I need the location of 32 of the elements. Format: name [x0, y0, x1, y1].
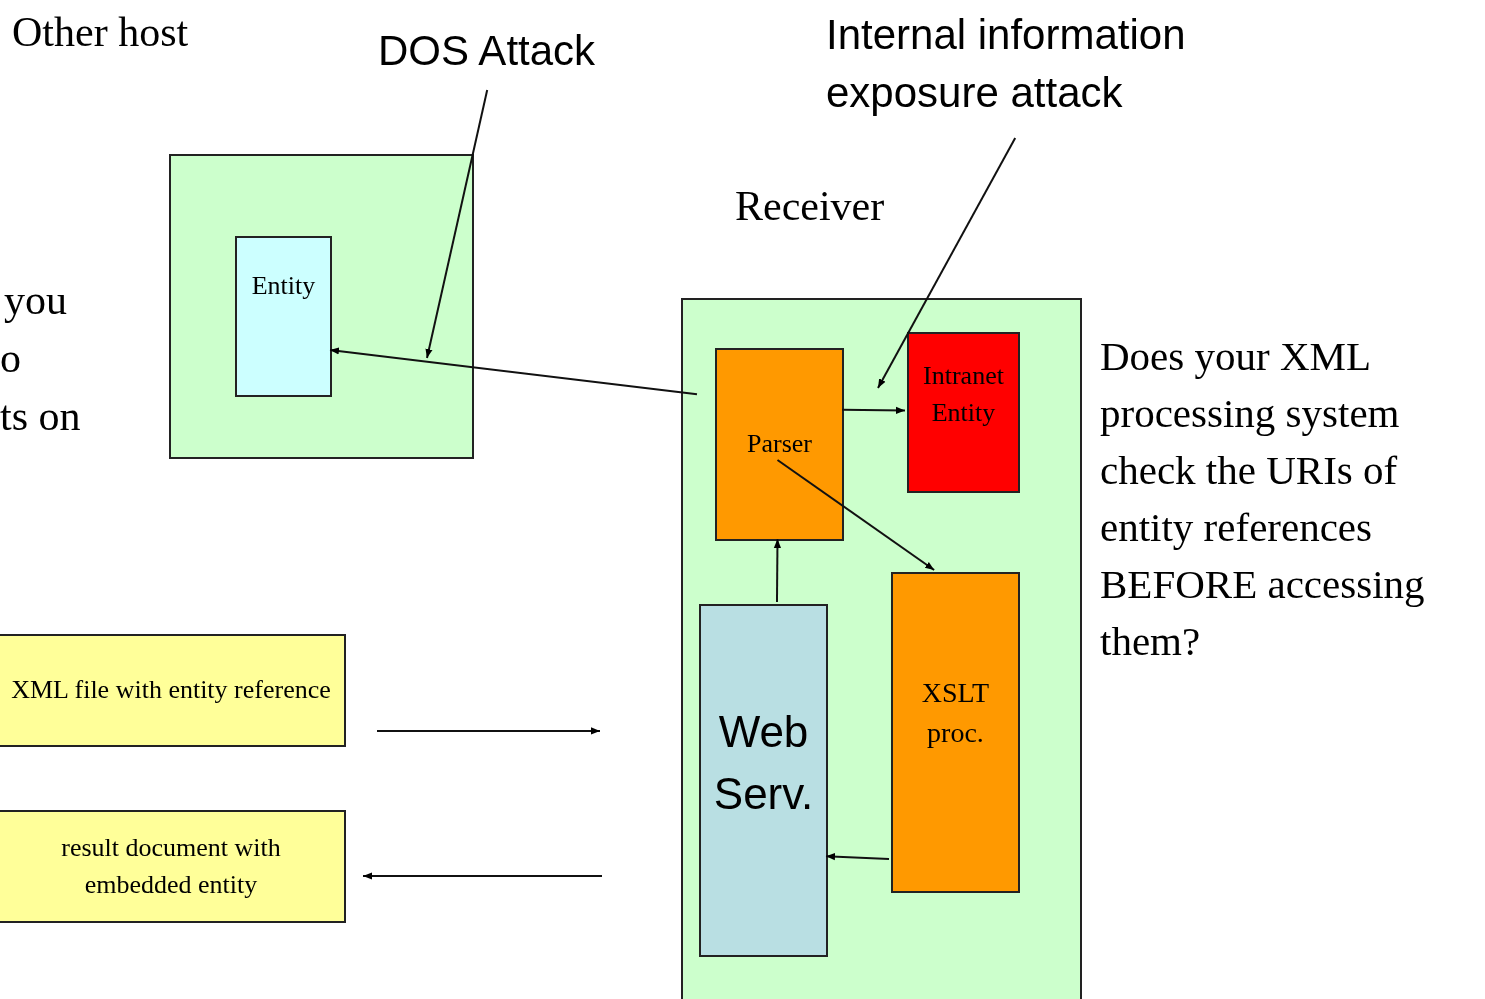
host-box	[169, 154, 474, 459]
box-label: XML file with entity reference	[11, 674, 331, 707]
box-label: Intranet Entity	[922, 360, 1005, 429]
cut-off-text: ts on	[0, 392, 81, 440]
parser-box	[715, 348, 844, 541]
document-box	[0, 810, 346, 923]
arrow	[841, 406, 906, 414]
box-label: result document with embedded entity	[60, 832, 282, 901]
cut-off-text: you	[4, 276, 67, 324]
leader-line	[877, 137, 1017, 389]
arrow	[825, 852, 890, 861]
cut-off-text: o	[0, 334, 21, 382]
entity-box	[235, 236, 332, 397]
box-heading: Receiver	[735, 182, 885, 230]
heading-text: Other host	[12, 8, 189, 56]
callout-text: DOS Attack	[378, 22, 638, 76]
callout-text: Internal information exposure attack	[826, 6, 1256, 122]
question-text: Does your XML processing system check the URIs of entity references BEFORE accessing them?	[1100, 332, 1426, 666]
box-label: Parser	[747, 428, 812, 461]
arrow	[776, 459, 936, 571]
document-box	[0, 634, 346, 747]
leader-line	[425, 89, 489, 359]
box-label: XSLT proc.	[920, 676, 991, 750]
web-service-box	[699, 604, 828, 957]
arrow	[376, 727, 601, 735]
arrow	[773, 538, 782, 603]
arrow	[362, 872, 603, 880]
xslt-processor-box	[891, 572, 1020, 893]
box-label: Entity	[251, 270, 316, 303]
box-label: Web Serv.	[712, 705, 815, 820]
intranet-entity-box	[907, 332, 1020, 493]
arrow	[329, 347, 698, 396]
